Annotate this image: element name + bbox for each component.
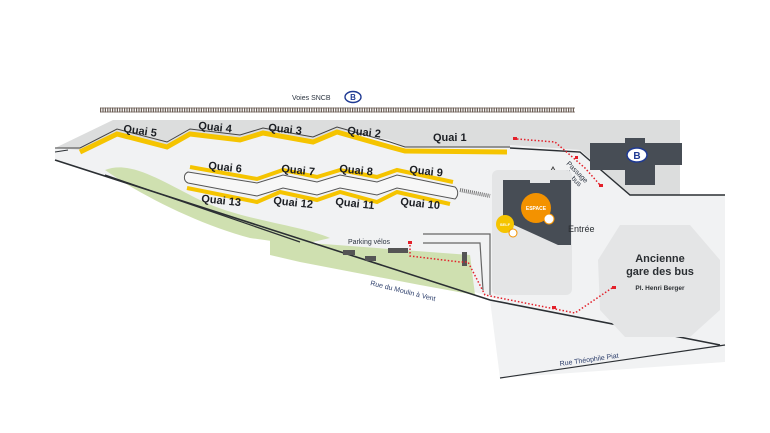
track-band <box>55 120 510 150</box>
espace-badge-icon <box>543 213 555 225</box>
walking-route <box>409 138 613 314</box>
label-quai-3: Quai 3 <box>268 122 303 137</box>
rail-label: Voies SNCB <box>292 95 331 102</box>
green-area <box>105 167 330 245</box>
espace-label: ESPACE <box>526 206 547 212</box>
old-bus-station-label-2: gare des bus <box>626 266 694 278</box>
label-quai-8: Quai 8 <box>339 163 374 178</box>
espace-icon <box>521 193 551 223</box>
entrance-label: Entrée <box>568 224 595 234</box>
svg-text:B: B <box>350 93 356 102</box>
bus-lane-area <box>490 300 725 378</box>
bike-parking-label: Parking vélos <box>348 239 391 246</box>
parking-lanes <box>423 233 491 295</box>
label-quai-9: Quai 9 <box>409 164 444 179</box>
rail-tracks <box>100 107 575 198</box>
label-quai-6: Quai 6 <box>208 160 243 175</box>
island-platform <box>183 171 459 200</box>
footsteps-icons <box>408 137 616 309</box>
platform-edge <box>55 126 510 149</box>
sncb-logo-icon: B <box>344 90 362 104</box>
square-label: Pl. Henri Berger <box>635 285 685 292</box>
self-label: SELF <box>500 222 511 227</box>
green-strip <box>270 240 475 295</box>
platform-quai-10-13 <box>186 186 451 206</box>
platform-quai-6-9 <box>189 165 454 184</box>
label-quai-12: Quai 12 <box>273 195 314 211</box>
label-quai-13: Quai 13 <box>201 193 242 209</box>
label-quai-4: Quai 4 <box>198 120 234 136</box>
label-quai-1: Quai 1 <box>433 132 467 144</box>
svg-text:B: B <box>633 151 640 162</box>
old-bus-station <box>598 225 720 337</box>
label-quai-5: Quai 5 <box>123 123 158 140</box>
bike-rack-icons <box>343 248 467 266</box>
label-quai-7: Quai 7 <box>281 163 316 178</box>
self-badge-icon <box>508 228 518 238</box>
label-quai-10: Quai 10 <box>400 196 441 212</box>
label-quai-2: Quai 2 <box>347 125 382 140</box>
label-quai-11: Quai 11 <box>335 196 375 212</box>
self-icon <box>496 215 514 233</box>
platform-quai-1-5 <box>78 129 508 155</box>
old-bus-station-label-1: Ancienne <box>635 253 685 265</box>
sncb-station-logo-icon: B <box>626 147 648 163</box>
